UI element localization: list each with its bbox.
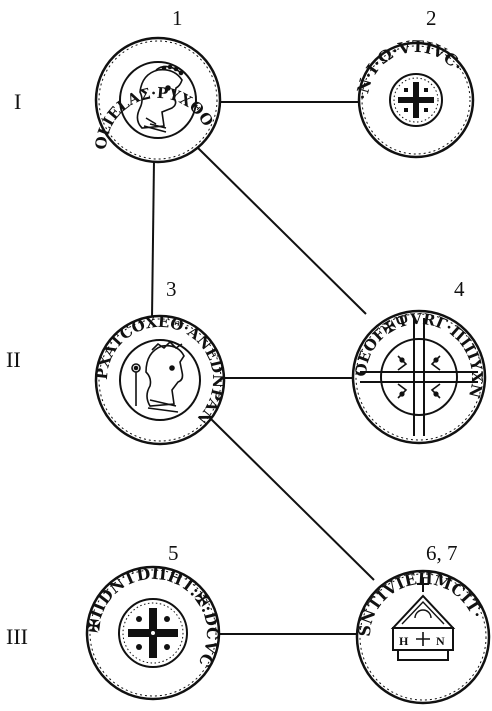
coin-1: OLIELAΣ·ΡΥΧΘΟ: [92, 38, 220, 162]
temple-letter-n: N: [436, 634, 445, 648]
temple-letter-h: H: [399, 634, 409, 648]
coin-2: ·N·I·Ω·VTIVC·: [353, 37, 473, 157]
connection-1-4: [198, 148, 366, 314]
coin-5: ✠ΠDNTDΠHT:✠:DCVC: [84, 564, 222, 699]
coin-4: OEOF✠ΨVRΓ·ΠΙΙΙΥΧΝ: [352, 310, 486, 443]
connection-3-6-7: [210, 418, 374, 580]
connection-1-3: [152, 160, 154, 318]
coin-3: ΡXATCOXEΘ·ANEDNPAN: [93, 313, 227, 444]
